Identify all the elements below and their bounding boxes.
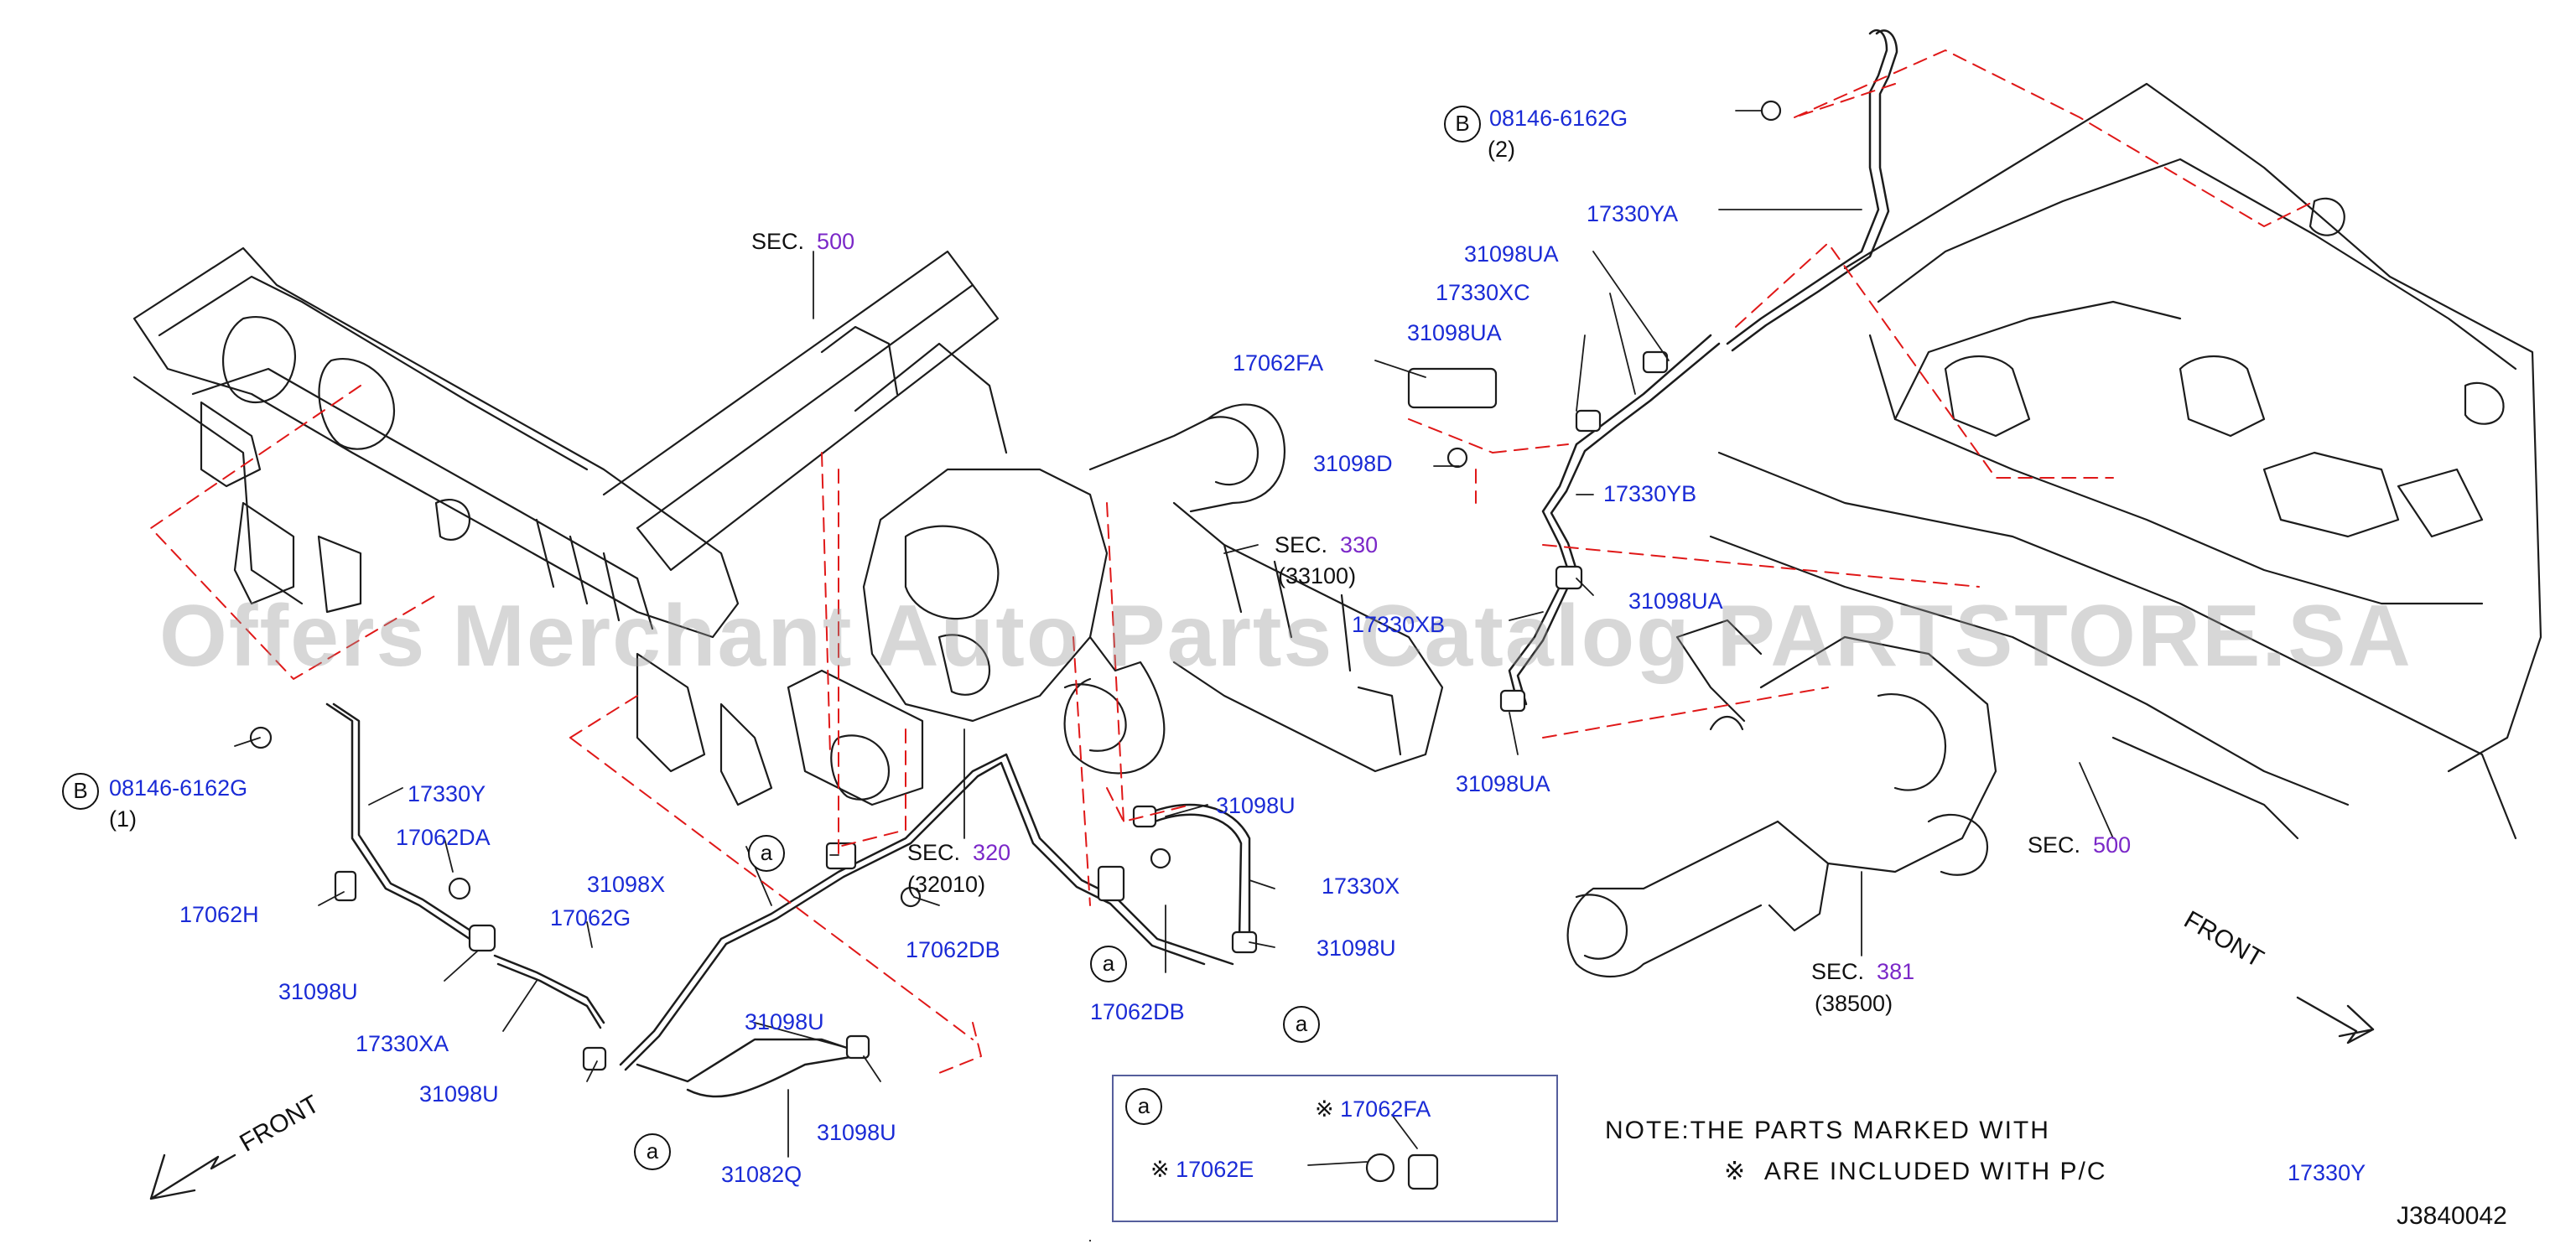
part-31098U-d[interactable]: 31098U (817, 1120, 896, 1145)
right-body-panel (1709, 82, 2542, 840)
callout-a-2: a (1090, 946, 1127, 982)
watermark: Offers Merchant Auto Parts Catalog PARTS… (159, 588, 2412, 685)
part-31098U-e[interactable]: 31098U (1216, 793, 1296, 818)
inset-box: a ※ 17062FA ※ 17062E (1112, 1075, 1558, 1222)
part-17330YA[interactable]: 17330YA (1587, 201, 1679, 226)
callout-b-left: B (62, 773, 99, 810)
part-31098U-b[interactable]: 31098U (419, 1081, 499, 1107)
part-17330XB[interactable]: 17330XB (1352, 612, 1446, 637)
center-rail (602, 250, 1008, 572)
part-17062H[interactable]: 17062H (179, 902, 259, 927)
sec-381[interactable]: SEC. 381 (1811, 959, 1915, 984)
part-08146-qty-2: (2) (1488, 137, 1515, 162)
part-17330XC[interactable]: 17330XC (1436, 280, 1530, 305)
callout-a-1: a (748, 835, 785, 872)
clamps-bolts (249, 100, 1782, 1242)
callout-a-4: a (634, 1133, 671, 1170)
part-17062DA[interactable]: 17062DA (396, 825, 491, 850)
part-31098U-f[interactable]: 31098U (1317, 936, 1396, 961)
front-arrows (149, 996, 2375, 1200)
sec-381-sub: (38500) (1815, 991, 1893, 1016)
note-mark: ※ (1724, 1158, 1748, 1185)
sec-330[interactable]: SEC. 330 (1275, 532, 1379, 557)
part-31098D[interactable]: 31098D (1313, 451, 1393, 476)
part-31098UA-c[interactable]: 31098UA (1628, 588, 1723, 614)
part-31098X[interactable]: 31098X (587, 872, 666, 897)
part-08146-6162G-2[interactable]: 08146-6162G (1489, 106, 1628, 131)
part-17062G[interactable]: 17062G (550, 905, 631, 930)
inset-mark-2: ※ (1150, 1157, 1170, 1182)
sec-320-sub: (32010) (907, 872, 986, 897)
callout-a-3: a (1283, 1006, 1320, 1043)
part-17330XA[interactable]: 17330XA (356, 1031, 449, 1056)
tubes (325, 29, 1898, 1098)
sec-320[interactable]: SEC. 320 (907, 840, 1011, 865)
part-31098UA-d[interactable]: 31098UA (1456, 771, 1550, 796)
rear-differential (1566, 619, 1997, 978)
leader-lines (234, 110, 2114, 1166)
inset-part-17062FA[interactable]: ※ 17062FA (1315, 1096, 1431, 1122)
diagram-code: J3840042 (2397, 1202, 2507, 1230)
part-08146-qty-1: (1) (109, 806, 137, 832)
part-17330YB[interactable]: 17330YB (1603, 481, 1697, 506)
part-31098U-a[interactable]: 31098U (278, 979, 358, 1004)
part-31098UA-a[interactable]: 31098UA (1464, 241, 1559, 267)
part-31082Q[interactable]: 31082Q (721, 1162, 802, 1187)
reference-dashes (150, 49, 2315, 1074)
note-line-2: ※ ARE INCLUDED WITH P/C (1724, 1158, 2107, 1185)
part-17062DB-b[interactable]: 17062DB (1090, 999, 1185, 1024)
part-17330Y[interactable]: 17330Y (408, 781, 486, 806)
left-crossmember (132, 246, 924, 806)
inset-callout-a: a (1125, 1088, 1162, 1125)
part-31098UA-b[interactable]: 31098UA (1407, 320, 1502, 345)
sec-330-sub: (33100) (1278, 563, 1357, 588)
note-part-17330Y[interactable]: 17330Y (2288, 1160, 2366, 1185)
inset-mark-1: ※ (1315, 1096, 1334, 1122)
part-17330X[interactable]: 17330X (1322, 873, 1400, 899)
callout-b-right: B (1444, 106, 1481, 143)
part-08146-6162G-1[interactable]: 08146-6162G (109, 775, 248, 801)
sec-500-left[interactable]: SEC. 500 (751, 229, 855, 254)
part-31098U-c[interactable]: 31098U (745, 1009, 824, 1034)
sec-500-right[interactable]: SEC. 500 (2028, 832, 2132, 858)
center-transfer-case (862, 403, 1444, 775)
note-line-1: NOTE:THE PARTS MARKED WITH (1605, 1117, 2050, 1144)
inset-part-17062E[interactable]: ※ 17062E (1150, 1157, 1254, 1182)
part-17062DB-a[interactable]: 17062DB (906, 937, 1000, 962)
part-17062FA[interactable]: 17062FA (1233, 350, 1324, 376)
